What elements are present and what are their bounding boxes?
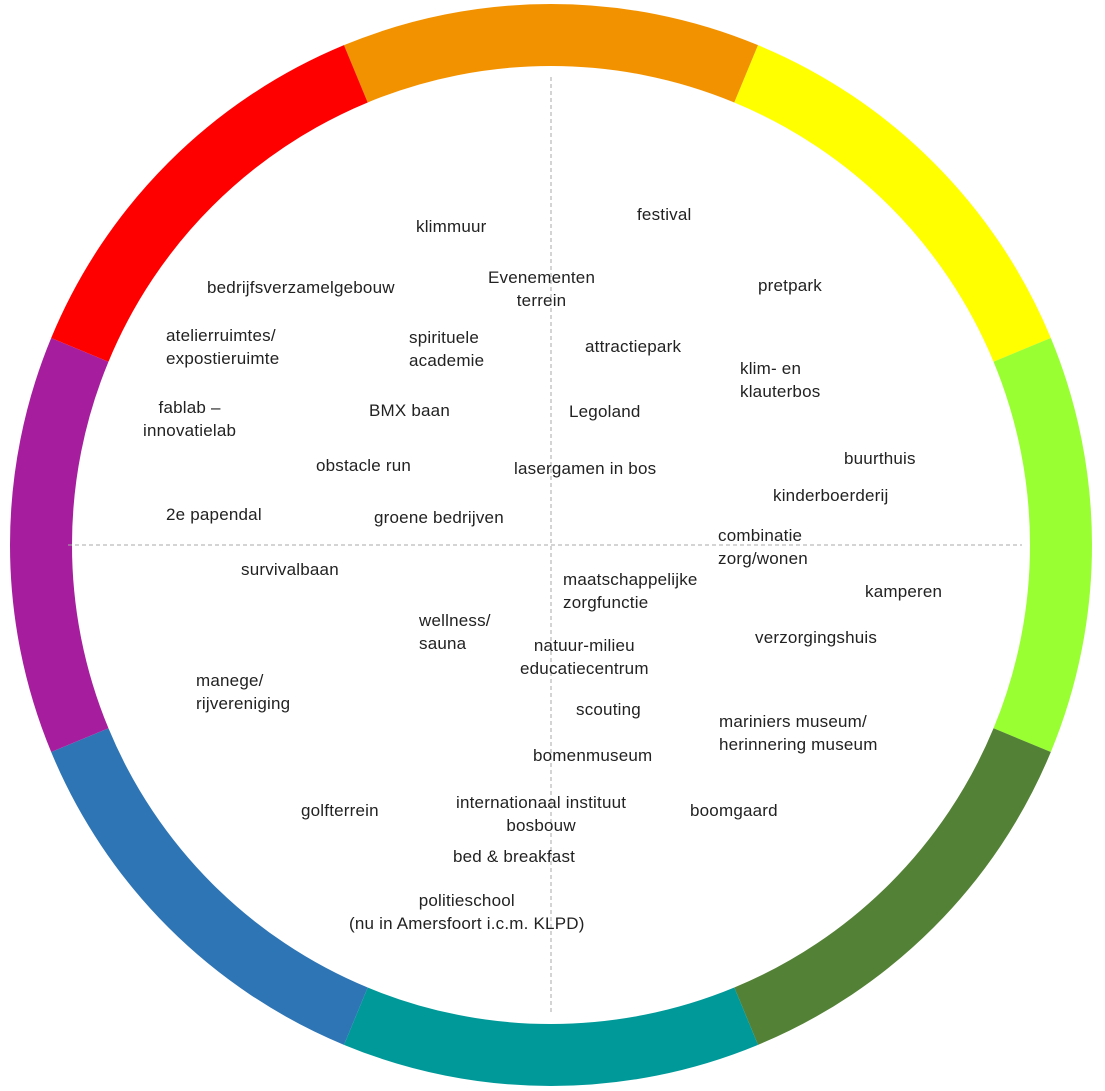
label-obstacle-run: obstacle run [316, 456, 412, 475]
ring-segment-orange [343, 4, 759, 103]
label-pretpark: pretpark [758, 276, 822, 295]
label-verzorgingshuis: verzorgingshuis [755, 628, 878, 647]
ring-segment-light-green [993, 337, 1092, 753]
label-klimmuur: klimmuur [416, 217, 487, 236]
label-bed-and-breakfast: bed & breakfast [453, 847, 576, 866]
label-scouting: scouting [576, 700, 641, 719]
label-2e-papendal: 2e papendal [166, 505, 262, 524]
label-bomenmuseum: bomenmuseum [533, 746, 653, 765]
label-bedrijfsverzamelgebouw: bedrijfsverzamelgebouw [207, 278, 395, 297]
label-festival: festival [637, 205, 692, 224]
label-bmx-baan: BMX baan [369, 401, 450, 420]
label-kinderboerderij: kinderboerderij [773, 486, 889, 505]
label-attractiepark: attractiepark [585, 337, 682, 356]
label-fablab: fablab –innovatielab [143, 398, 237, 440]
label-survivalbaan: survivalbaan [241, 560, 339, 579]
label-golfterrein: golfterrein [301, 801, 379, 820]
label-mariniers-museum: mariniers museum/herinnering museum [719, 712, 878, 754]
label-atelierruimtes: atelierruimtes/expostieruimte [166, 326, 280, 368]
label-kamperen: kamperen [865, 582, 943, 601]
ring-segment-yellow [734, 45, 1051, 362]
label-lasergamen: lasergamen in bos [514, 459, 657, 478]
label-legoland: Legoland [569, 402, 641, 421]
label-buurthuis: buurthuis [844, 449, 916, 468]
ring-segment-dark-green [734, 728, 1051, 1045]
label-groene-bedrijven: groene bedrijven [374, 508, 504, 527]
label-politieschool: politieschool(nu in Amersfoort i.c.m. KL… [349, 891, 585, 933]
ring-segment-blue [51, 728, 368, 1045]
label-boomgaard: boomgaard [690, 801, 778, 820]
ring-segment-red [51, 45, 368, 362]
ring-segment-purple [10, 337, 109, 753]
color-ring [10, 4, 1092, 1086]
label-manege-rijvereniging: manege/rijvereniging [196, 671, 291, 713]
label-wellness-sauna: wellness/sauna [419, 611, 491, 653]
ring-segment-teal [343, 987, 759, 1086]
